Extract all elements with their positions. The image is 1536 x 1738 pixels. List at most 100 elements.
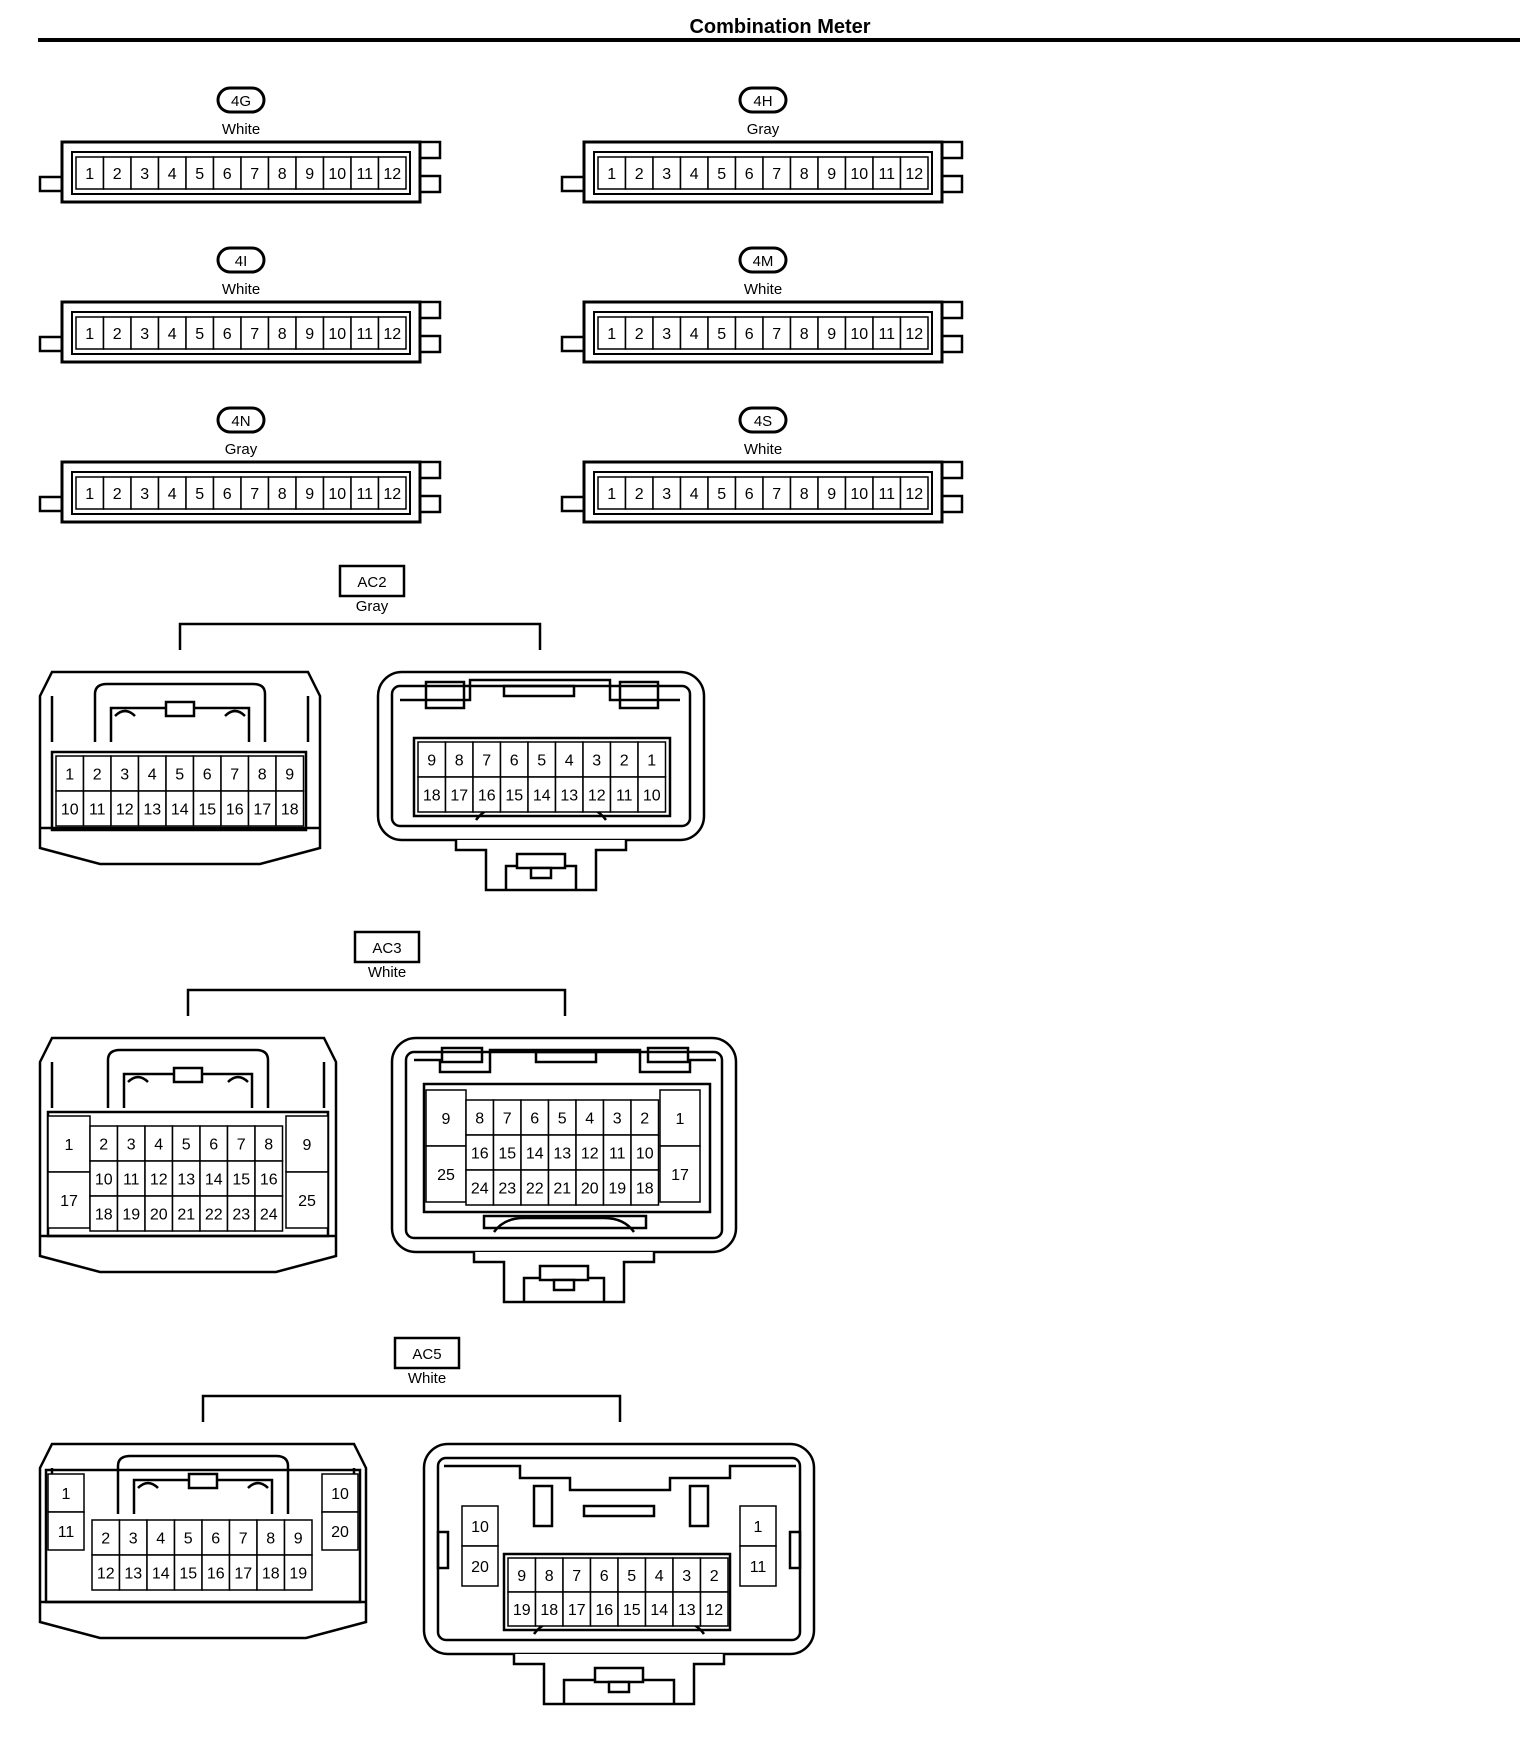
- housing-top-step: [444, 1464, 796, 1492]
- pin: 10: [322, 476, 352, 510]
- housing-slot: [534, 1050, 598, 1064]
- pin: 6: [212, 316, 242, 350]
- pin: 16: [220, 790, 250, 827]
- pin-number: 19: [289, 1566, 307, 1583]
- pin-number: 2: [113, 486, 122, 503]
- pin-number: 12: [705, 1602, 723, 1619]
- pin-number: 2: [635, 166, 644, 183]
- lock-arm-detail: [114, 709, 246, 717]
- pin-number: 6: [211, 1531, 220, 1548]
- pin: 19: [116, 1195, 146, 1232]
- pin: 5: [173, 1519, 203, 1556]
- pin: 17: [659, 1145, 701, 1203]
- pin: 3: [130, 476, 160, 510]
- pin-number: 8: [278, 166, 287, 183]
- pin-number: 1: [62, 1486, 71, 1503]
- pin: 4: [137, 755, 167, 792]
- pin: 1: [739, 1505, 777, 1547]
- connector-code: AC2: [357, 574, 386, 591]
- pin-number: 3: [682, 1568, 691, 1585]
- pin-number: 18: [636, 1181, 654, 1198]
- pin: 4: [575, 1099, 605, 1136]
- pin: 6: [589, 1557, 619, 1593]
- pin-number: 3: [129, 1531, 138, 1548]
- pin-number: 3: [662, 166, 671, 183]
- connector-color: White: [744, 441, 782, 458]
- pin: 13: [547, 1134, 577, 1171]
- pin-number: 4: [565, 753, 574, 770]
- pin-number: 8: [455, 753, 464, 770]
- pin-field: [44, 1468, 362, 1604]
- pin: 6: [499, 741, 529, 778]
- pin-number: 3: [613, 1111, 622, 1128]
- pin: 18: [630, 1169, 660, 1206]
- pin-number: 4: [168, 166, 177, 183]
- pin: 8: [256, 1519, 286, 1556]
- pin-number: 4: [655, 1568, 664, 1585]
- lock-tab-nub: [552, 1278, 576, 1292]
- pin: 9: [425, 1089, 467, 1147]
- pin-number: 8: [800, 486, 809, 503]
- pairing-bracket: [186, 988, 567, 1016]
- pin: 22: [199, 1195, 229, 1232]
- pin-number: 8: [278, 486, 287, 503]
- pin: 16: [254, 1160, 284, 1197]
- pin-number: 15: [498, 1146, 516, 1163]
- pin-number: 11: [878, 326, 895, 343]
- pin: 8: [789, 156, 819, 190]
- pin: 20: [321, 1511, 359, 1551]
- pin: 18: [256, 1554, 286, 1591]
- pin: 8: [444, 741, 474, 778]
- pin-field: [412, 736, 672, 818]
- pin-number: 1: [85, 486, 94, 503]
- pin: 23: [492, 1169, 522, 1206]
- pin-number: 10: [850, 326, 868, 343]
- pin-number: 12: [905, 486, 923, 503]
- pin: 5: [185, 156, 215, 190]
- connector-code-badge: 4I: [216, 246, 266, 274]
- pin-number: 4: [168, 486, 177, 503]
- pin-number: 4: [154, 1137, 163, 1154]
- pin: 5: [707, 476, 737, 510]
- pin-number: 11: [878, 486, 895, 503]
- pin-number: 5: [537, 753, 546, 770]
- pin-number: 16: [260, 1172, 278, 1189]
- pin: 7: [472, 741, 502, 778]
- pin: 21: [171, 1195, 201, 1232]
- pin: 11: [872, 156, 902, 190]
- pin-number: 3: [140, 486, 149, 503]
- pin-number: 18: [281, 802, 299, 819]
- pin: 25: [285, 1171, 329, 1229]
- pin: 15: [226, 1160, 256, 1197]
- pin: 12: [377, 156, 407, 190]
- pin-number: 17: [568, 1602, 586, 1619]
- lock-tab: [187, 1472, 219, 1490]
- pin: 17: [47, 1171, 91, 1229]
- pin-number: 7: [572, 1568, 581, 1585]
- pin-number: 1: [607, 326, 616, 343]
- pin-number: 2: [99, 1137, 108, 1154]
- pin: 4: [146, 1519, 176, 1556]
- pin-number: 9: [305, 166, 314, 183]
- pin: 9: [817, 156, 847, 190]
- connector-code-badge: 4H: [738, 86, 788, 114]
- pin-number: 16: [471, 1146, 489, 1163]
- pin: 18: [417, 776, 447, 813]
- connector-code-badge: 4M: [738, 246, 788, 274]
- pin-number: 3: [662, 326, 671, 343]
- pin: 11: [609, 776, 639, 813]
- pin-number: 2: [635, 326, 644, 343]
- pin: 6: [734, 316, 764, 350]
- pin: 14: [165, 790, 195, 827]
- pin-number: 5: [184, 1531, 193, 1548]
- pin: 19: [283, 1554, 313, 1591]
- pin: 5: [707, 156, 737, 190]
- pin-number: 11: [356, 166, 373, 183]
- pin-number: 14: [650, 1602, 668, 1619]
- pin: 4: [679, 316, 709, 350]
- pin: 1: [47, 1473, 85, 1513]
- pin-number: 24: [471, 1181, 489, 1198]
- lock-tab: [593, 1666, 645, 1684]
- pin-number: 10: [61, 802, 79, 819]
